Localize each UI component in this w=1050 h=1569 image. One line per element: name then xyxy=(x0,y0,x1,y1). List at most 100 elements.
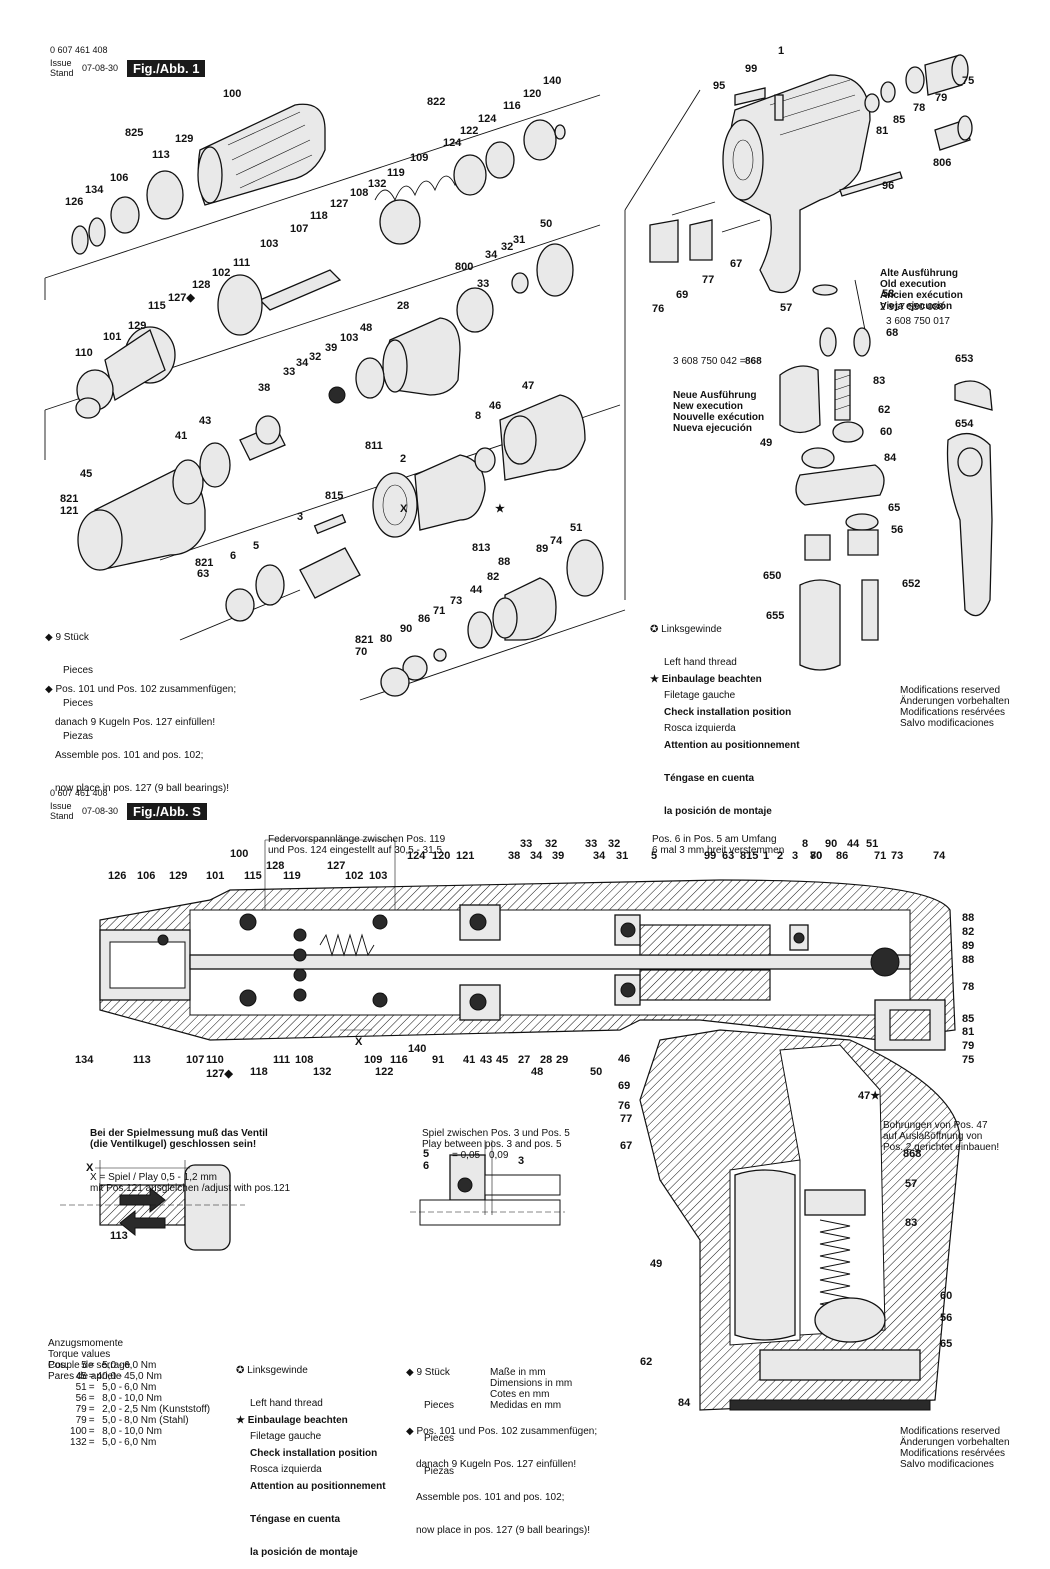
part-label: 5 xyxy=(253,540,260,552)
part-label: 46 xyxy=(618,1053,631,1065)
part-label: 29 xyxy=(556,1054,569,1066)
part-label: 32 xyxy=(501,241,514,253)
part-label: 82 xyxy=(962,926,975,938)
part-label: 79 xyxy=(962,1040,975,1052)
part-label: 109 xyxy=(364,1054,383,1066)
part-label: 100 xyxy=(230,848,249,860)
part-label: 121 xyxy=(60,505,79,517)
ring-gear-811 xyxy=(372,394,586,538)
part-label: 80 xyxy=(810,850,823,862)
part-label: 118 xyxy=(310,210,328,222)
part-label: 120 xyxy=(523,88,542,100)
part-label: 129 xyxy=(169,870,188,882)
part-label: 45 xyxy=(80,468,93,480)
torque-cell-m: 6,0 Nm xyxy=(124,1437,157,1448)
part-label: 111 xyxy=(273,1054,291,1066)
issue-date: 07-08-30 xyxy=(82,63,119,73)
part-label: 120 xyxy=(432,850,451,862)
part-58-number-1: 2 917 550 088 xyxy=(880,302,944,313)
torque-cell-m: 2,5 Nm (Kunststoff) xyxy=(124,1404,211,1415)
part-label: 34 xyxy=(296,357,309,369)
part-label: 28 xyxy=(397,300,410,312)
part-label: 50 xyxy=(590,1066,603,1078)
torque-cell-pos xyxy=(48,1415,70,1426)
part-label: 5 xyxy=(423,1148,430,1160)
exploded-parts-drawing xyxy=(44,54,993,1411)
part-label: 811 xyxy=(365,440,383,452)
figure-s-section-view xyxy=(60,839,961,1411)
part-label: 96 xyxy=(882,180,895,192)
part-label: 6 xyxy=(423,1160,430,1172)
part-label: 74 xyxy=(933,850,946,862)
part-label: 77 xyxy=(702,274,715,286)
torque-cell-v: 5,0 - xyxy=(102,1382,123,1393)
doc-number: 0 607 461 408 xyxy=(50,45,108,55)
install-position-note: ★ Einbaulage beachten Check installation… xyxy=(650,674,800,817)
part-label: 653 xyxy=(955,353,974,365)
part-label: 33 xyxy=(520,838,533,850)
part-label: 78 xyxy=(913,102,926,114)
part-label: 67 xyxy=(620,1140,633,1152)
assembly-note-2: ◆ Pos. 101 und Pos. 102 zusammenfügen; d… xyxy=(406,1426,598,1536)
part-label: 6 xyxy=(230,550,237,562)
part-label: 84 xyxy=(884,452,897,464)
part-label: 118 xyxy=(250,1066,268,1078)
part-label: 41 xyxy=(175,430,188,442)
part-label: 128 xyxy=(192,279,211,291)
torque-cell-v: 5,0 - xyxy=(102,1360,123,1371)
detail-valve-play xyxy=(60,1160,245,1251)
part-label: 815 xyxy=(740,850,759,862)
torque-cell-v: 40,0 - xyxy=(96,1371,123,1382)
part-label: 38 xyxy=(258,382,271,394)
torque-cell-m: 6,0 Nm xyxy=(124,1360,157,1371)
handle-section xyxy=(639,1029,961,1411)
torque-cell-n: 79 xyxy=(75,1415,87,1426)
torque-row: 132=5,0 -6,0 Nm xyxy=(48,1437,212,1448)
part-label: 127◆ xyxy=(168,292,195,304)
part-label: 8 xyxy=(475,410,482,422)
torque-cell-n: 45 xyxy=(75,1371,87,1382)
part-label: 45 xyxy=(496,1054,509,1066)
torque-cell-pos xyxy=(48,1371,70,1382)
part-label: 62 xyxy=(878,404,891,416)
left-thread-note: ✪ Linksgewinde Left hand thread Filetage… xyxy=(650,624,737,734)
part-label: 88 xyxy=(962,954,975,966)
part-label: 103 xyxy=(260,238,279,250)
left-thread-icon: ✪ xyxy=(650,624,659,635)
part-label: 39 xyxy=(325,342,338,354)
part-label: 47★ xyxy=(858,1090,881,1102)
part-label: 822 xyxy=(427,96,446,108)
part-label: 39 xyxy=(552,850,565,862)
part-label: 43 xyxy=(480,1054,493,1066)
part-label: 8 xyxy=(802,838,809,850)
part-label: 57 xyxy=(905,1178,918,1190)
part-label: 654 xyxy=(955,418,974,430)
filter-parts xyxy=(779,279,993,671)
part-label: 27 xyxy=(518,1054,531,1066)
part-label: 113 xyxy=(133,1054,151,1066)
valve-body-813 xyxy=(380,539,604,697)
torque-cell-eq: = xyxy=(88,1393,95,1404)
part-label: 49 xyxy=(650,1258,663,1270)
part-label: 43 xyxy=(199,415,212,427)
part-label: 68 xyxy=(886,327,899,339)
part-label: 28 xyxy=(540,1054,553,1066)
torque-cell-v: 8,0 - xyxy=(102,1393,123,1404)
part-label: 90 xyxy=(400,623,413,635)
part-label: 821 xyxy=(195,557,214,569)
part-label: 65 xyxy=(940,1338,953,1350)
part-label: 821 xyxy=(355,634,374,646)
part-label: 813 xyxy=(472,542,491,554)
torque-row: 45=40,0 -45,0 Nm xyxy=(48,1371,212,1382)
part-label: 85 xyxy=(962,1013,975,1025)
rotor-3 xyxy=(179,513,361,641)
part-label: 83 xyxy=(873,375,886,387)
part-label: 71 xyxy=(433,605,446,617)
part-label: 84 xyxy=(678,1397,691,1409)
